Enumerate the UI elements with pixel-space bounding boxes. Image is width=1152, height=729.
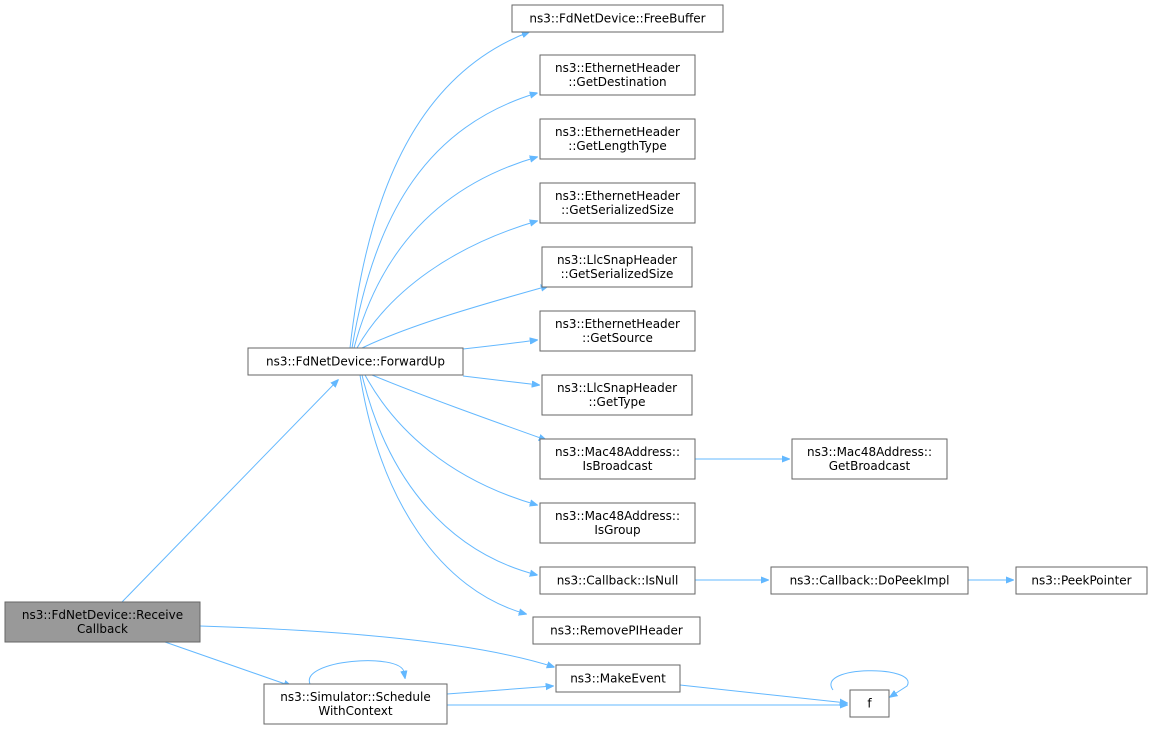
node-label: ns3::EthernetHeader	[555, 125, 680, 139]
edge-forwardup-to-isgroup	[364, 374, 537, 505]
node-label: ::GetSerializedSize	[561, 203, 674, 217]
node-label: ns3::FdNetDevice::ForwardUp	[266, 355, 445, 369]
node-getlen[interactable]: ns3::EthernetHeader::GetLengthType	[539, 118, 696, 160]
node-label: ns3::EthernetHeader	[555, 317, 680, 331]
node-box	[541, 246, 693, 288]
node-box	[532, 616, 701, 645]
node-label: ns3::Callback::IsNull	[557, 574, 679, 588]
edge-schedule-to-schedule	[309, 660, 405, 685]
node-label: ::GetSource	[582, 331, 653, 345]
node-box	[539, 182, 696, 224]
node-box	[539, 54, 696, 96]
edge-forwardup-to-ethsize	[356, 221, 537, 349]
nodes-layer: ns3::FdNetDevice::ReceiveCallbackns3::Fd…	[4, 4, 1148, 725]
node-label: ns3::Mac48Address::	[555, 509, 680, 523]
edge-f-to-f	[830, 670, 909, 697]
node-label: ns3::Mac48Address::	[555, 445, 680, 459]
node-getbcast[interactable]: ns3::Mac48Address::GetBroadcast	[791, 438, 948, 480]
node-box	[539, 566, 696, 595]
edge-forwardup-to-freebuffer	[349, 32, 529, 349]
node-box	[263, 683, 448, 725]
node-freebuffer[interactable]: ns3::FdNetDevice::FreeBuffer	[511, 4, 724, 33]
node-label: ns3::MakeEvent	[570, 672, 666, 686]
node-box	[511, 4, 724, 33]
node-isnull[interactable]: ns3::Callback::IsNull	[539, 566, 696, 595]
node-label: ns3::EthernetHeader	[555, 61, 680, 75]
node-label: ns3::PeekPointer	[1031, 574, 1131, 588]
node-label: ns3::LlcSnapHeader	[557, 381, 677, 395]
node-label: GetBroadcast	[829, 459, 911, 473]
edge-schedule-to-makeevent	[446, 686, 553, 695]
node-isgroup[interactable]: ns3::Mac48Address::IsGroup	[539, 502, 696, 544]
edge-root-to-makeevent	[199, 625, 554, 667]
node-label: ns3::Simulator::Schedule	[280, 690, 431, 704]
edge-forwardup-to-isnull	[361, 374, 537, 575]
edge-forwardup-to-getlen	[353, 157, 537, 349]
node-label: ns3::FdNetDevice::Receive	[22, 608, 183, 622]
edge-root-to-schedule	[164, 641, 291, 686]
node-label: ::GetType	[588, 395, 645, 409]
node-gettype[interactable]: ns3::LlcSnapHeader::GetType	[541, 374, 693, 416]
edge-root-to-forwardup	[121, 380, 338, 603]
node-removepi[interactable]: ns3::RemovePIHeader	[532, 616, 701, 645]
node-getsource[interactable]: ns3::EthernetHeader::GetSource	[539, 310, 696, 352]
node-box	[4, 601, 201, 643]
node-label: ns3::Callback::DoPeekImpl	[790, 574, 950, 588]
node-box	[770, 566, 969, 595]
node-box	[247, 347, 464, 376]
node-f[interactable]: f	[849, 689, 890, 718]
node-label: f	[867, 697, 872, 711]
node-label: ns3::EthernetHeader	[555, 189, 680, 203]
node-box	[791, 438, 948, 480]
node-box	[539, 502, 696, 544]
node-box	[539, 118, 696, 160]
node-label: ns3::LlcSnapHeader	[557, 253, 677, 267]
node-label: Callback	[77, 622, 128, 636]
node-getdest[interactable]: ns3::EthernetHeader::GetDestination	[539, 54, 696, 96]
edge-forwardup-to-llcsize	[361, 286, 548, 349]
edge-forwardup-to-removepi	[359, 374, 526, 614]
node-box	[539, 438, 696, 480]
node-label: ::GetLengthType	[568, 139, 666, 153]
node-llcsize[interactable]: ns3::LlcSnapHeader::GetSerializedSize	[541, 246, 693, 288]
node-box	[555, 664, 681, 693]
node-isbcast[interactable]: ns3::Mac48Address::IsBroadcast	[539, 438, 696, 480]
edge-forwardup-to-getdest	[351, 93, 537, 349]
node-makeevent[interactable]: ns3::MakeEvent	[555, 664, 681, 693]
edges-layer	[121, 32, 1013, 705]
node-box	[849, 689, 890, 718]
edge-forwardup-to-getsource	[462, 340, 537, 350]
node-box	[1015, 566, 1148, 595]
node-label: ::GetSerializedSize	[561, 267, 674, 281]
edge-forwardup-to-gettype	[462, 375, 539, 385]
edge-makeevent-to-f	[679, 684, 847, 703]
node-label: ::GetDestination	[568, 75, 666, 89]
node-label: WithContext	[318, 704, 393, 718]
node-box	[539, 310, 696, 352]
node-box	[541, 374, 693, 416]
node-label: IsBroadcast	[583, 459, 653, 473]
node-peekptr[interactable]: ns3::PeekPointer	[1015, 566, 1148, 595]
node-label: IsGroup	[594, 523, 640, 537]
node-label: ns3::Mac48Address::	[807, 445, 932, 459]
node-ethsize[interactable]: ns3::EthernetHeader::GetSerializedSize	[539, 182, 696, 224]
node-label: ns3::RemovePIHeader	[550, 624, 683, 638]
edge-forwardup-to-isbcast	[371, 374, 546, 440]
node-forwardup[interactable]: ns3::FdNetDevice::ForwardUp	[247, 347, 464, 376]
node-dopeek[interactable]: ns3::Callback::DoPeekImpl	[770, 566, 969, 595]
node-label: ns3::FdNetDevice::FreeBuffer	[529, 12, 705, 26]
